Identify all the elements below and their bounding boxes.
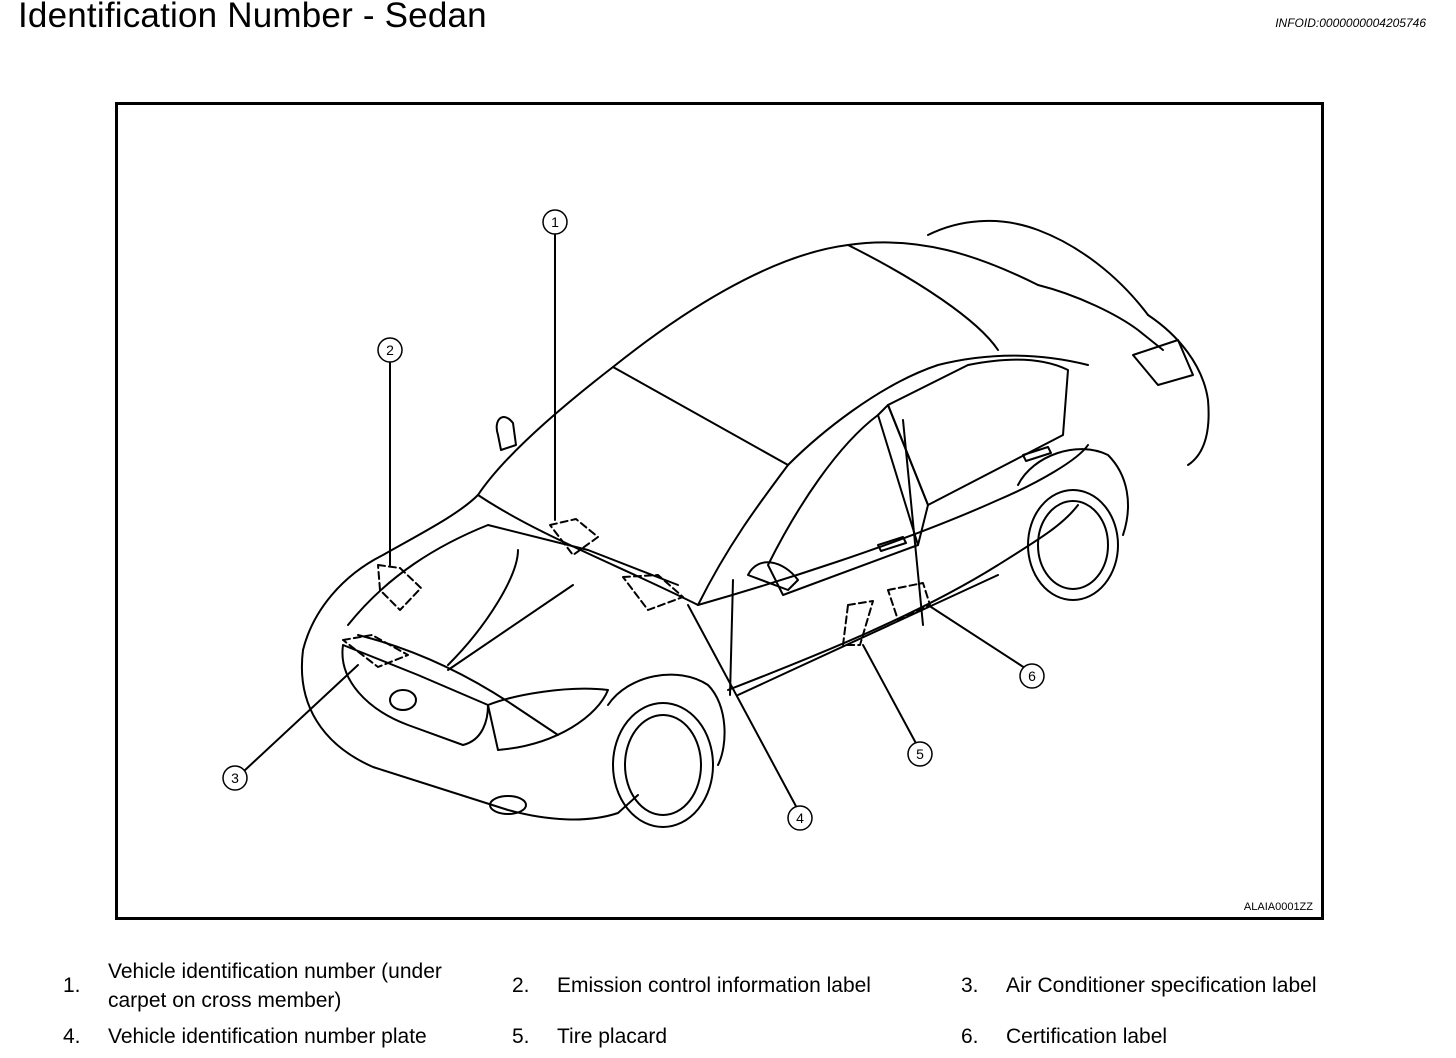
callout-1: 1 bbox=[542, 209, 568, 235]
callout-layer: 1 2 3 4 5 6 bbox=[222, 209, 1045, 831]
callout-4: 4 bbox=[787, 805, 813, 831]
svg-text:2: 2 bbox=[386, 342, 394, 358]
svg-text:6: 6 bbox=[1028, 668, 1036, 684]
vehicle-illustration-frame: 1 2 3 4 5 6 ALAIA0001ZZ bbox=[115, 102, 1324, 920]
svg-text:4: 4 bbox=[796, 810, 804, 826]
callout-3: 3 bbox=[222, 765, 248, 791]
legend-number: 5. bbox=[512, 1025, 530, 1048]
legend-text: Tire placard bbox=[557, 1025, 668, 1048]
figure-code: ALAIA0001ZZ bbox=[1243, 901, 1313, 913]
legend-text: Vehicle identification number (under bbox=[108, 960, 442, 983]
legend-number: 4. bbox=[63, 1025, 81, 1048]
callout-5: 5 bbox=[907, 741, 933, 767]
legend-text: Vehicle identification number plate bbox=[108, 1025, 427, 1048]
info-id: INFOID:0000000004205746 bbox=[1275, 16, 1426, 30]
legend-number: 1. bbox=[63, 974, 81, 997]
callout-6: 6 bbox=[1019, 663, 1045, 689]
legend-text: Air Conditioner specification label bbox=[1006, 974, 1317, 997]
legend-number: 6. bbox=[961, 1025, 979, 1048]
legend-text: Certification label bbox=[1006, 1025, 1168, 1048]
legend-number: 2. bbox=[512, 974, 530, 997]
svg-text:3: 3 bbox=[231, 770, 239, 786]
callout-2: 2 bbox=[377, 337, 403, 363]
legend-number: 3. bbox=[961, 974, 979, 997]
svg-text:5: 5 bbox=[916, 746, 924, 762]
page-title: Identification Number - Sedan bbox=[18, 0, 487, 35]
sedan-line-drawing bbox=[243, 220, 1210, 828]
svg-text:1: 1 bbox=[551, 214, 559, 230]
legend-text: Emission control information label bbox=[557, 974, 871, 997]
legend-text-line2: carpet on cross member) bbox=[108, 989, 342, 1012]
